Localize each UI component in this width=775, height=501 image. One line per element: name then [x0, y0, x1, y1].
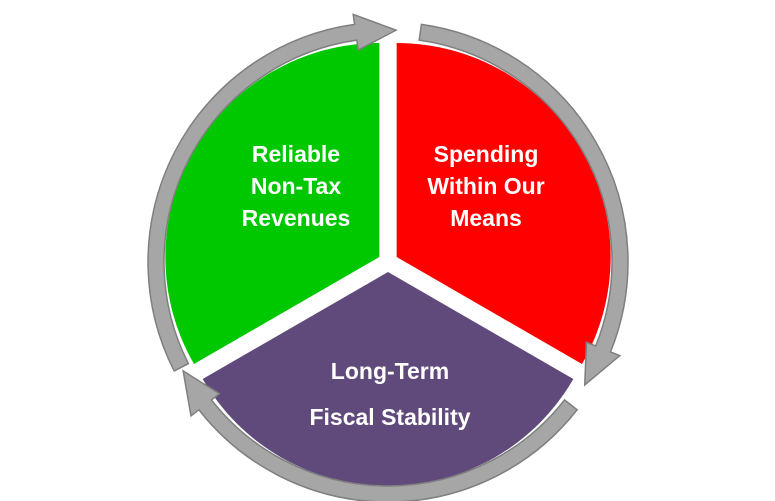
- label-line: Reliable: [251, 141, 341, 167]
- label-line: Spending: [433, 141, 539, 167]
- sector-green: [165, 43, 380, 364]
- cycle-arrow-1: [147, 13, 398, 372]
- label-line: Non-Tax: [250, 173, 342, 199]
- label-purple: Long-Term Fiscal Stability: [309, 348, 470, 440]
- cycle-arrow-3: [182, 369, 579, 501]
- label-red: Spending Within Our Means: [427, 138, 544, 234]
- label-line: Within Our: [427, 173, 545, 199]
- sector-red: [396, 43, 611, 364]
- sector-purple: [202, 272, 574, 486]
- label-line: Means: [450, 205, 522, 231]
- cycle-arrow-2: [418, 23, 629, 387]
- label-line: Fiscal Stability: [309, 404, 471, 430]
- label-line: Long-Term: [330, 358, 450, 384]
- label-green: Reliable Non-Tax Revenues: [242, 138, 351, 234]
- label-line: Revenues: [241, 205, 351, 231]
